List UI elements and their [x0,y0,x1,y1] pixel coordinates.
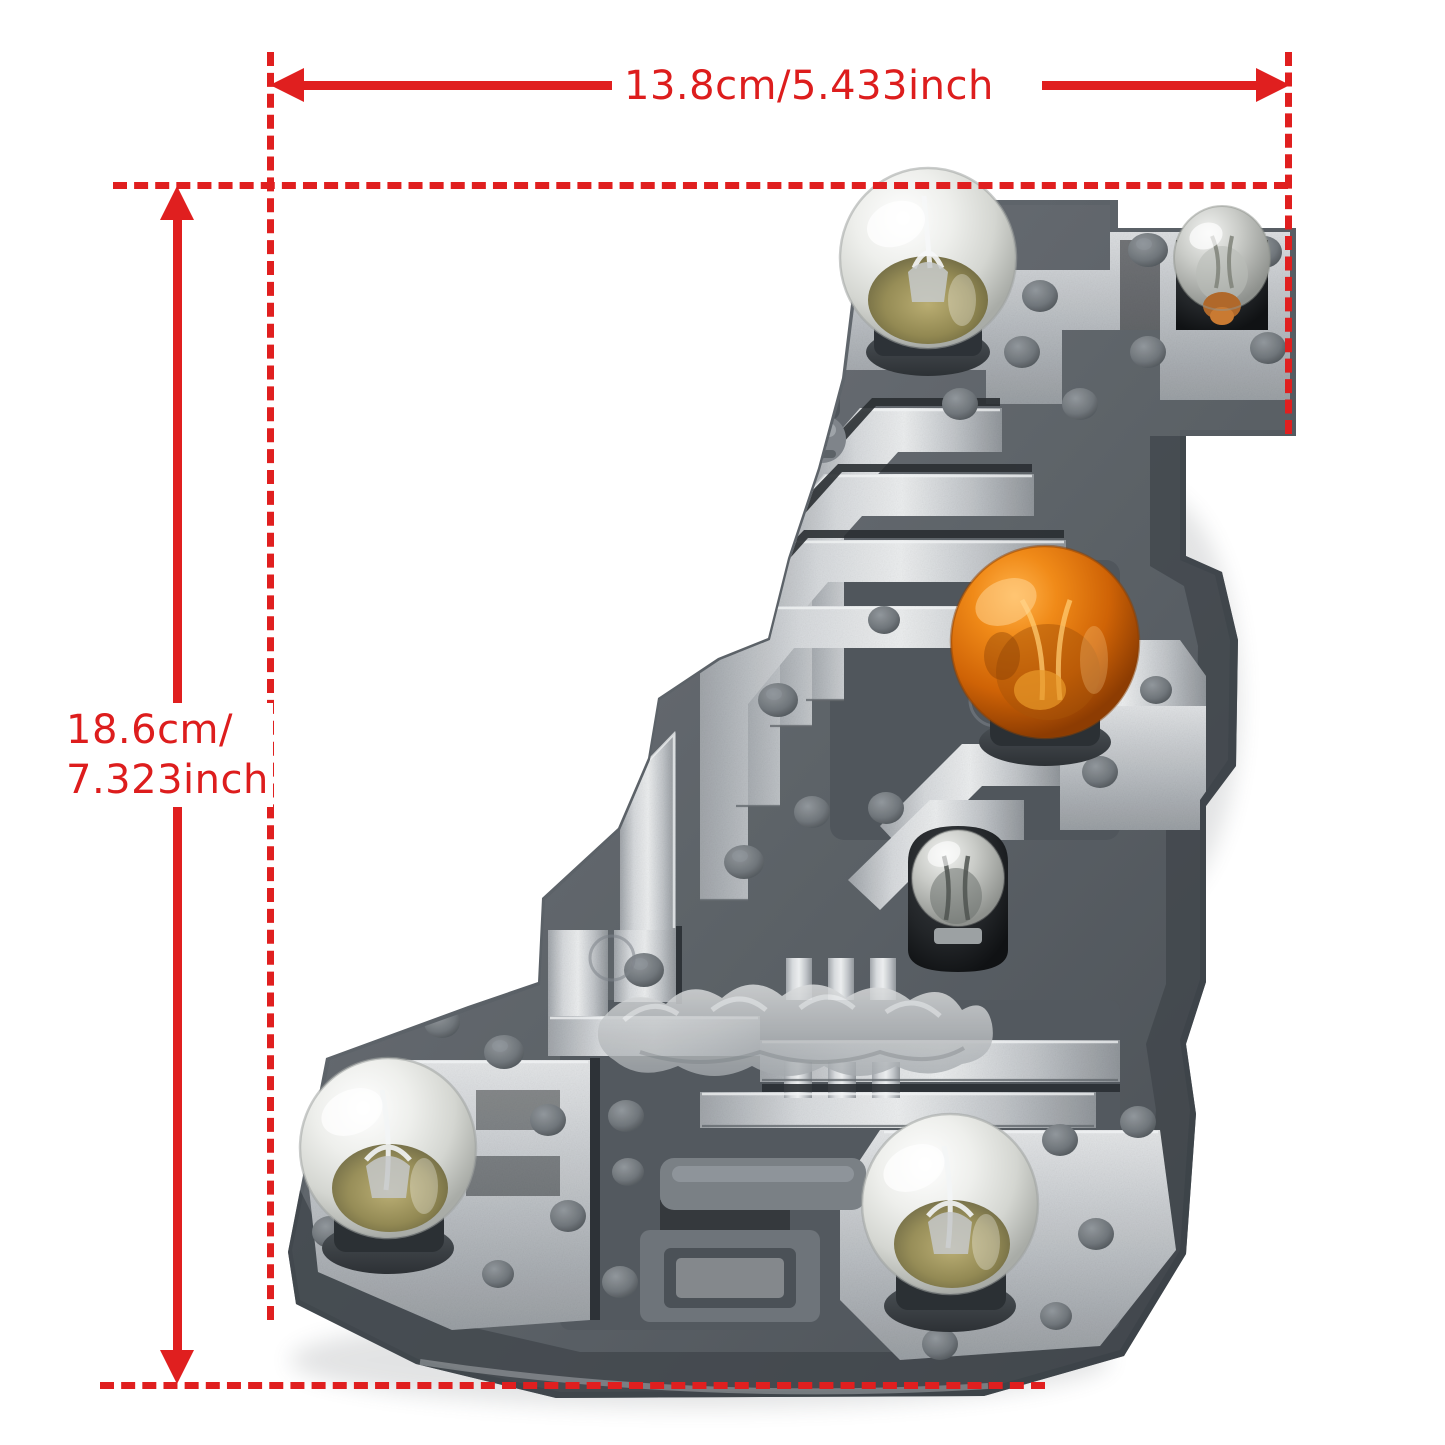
bulb-top-left [838,166,1018,376]
bulb-bottom-right [860,1112,1040,1332]
snap-clip [640,1230,820,1322]
cylindrical-post [640,415,846,463]
bulb-amber [949,544,1141,766]
bulb-top-right [1173,205,1271,330]
center-bridge [660,1158,866,1210]
bulb-bottom-left [298,1056,478,1274]
bulb-center-wedge [908,826,1008,972]
glue-blob [597,984,993,1076]
